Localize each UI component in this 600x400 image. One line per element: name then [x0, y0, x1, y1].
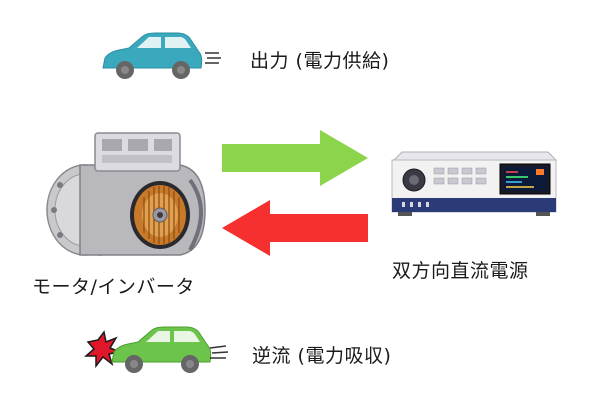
motor-inverter-label: モータ/インバータ [32, 276, 195, 298]
motor-inverter-image [40, 125, 215, 265]
car-supply-icon [95, 28, 225, 88]
dc-power-supply-label: 双方向直流電源 [392, 260, 529, 282]
output-label: 出力 (電力供給) [250, 50, 390, 72]
dc-power-supply-image [388, 148, 560, 228]
reverse-flow-arrow [220, 198, 370, 258]
power-supply-arrow [220, 128, 370, 188]
reverse-flow-label: 逆流 (電力吸収) [252, 345, 392, 367]
car-reverse-icon [82, 318, 232, 380]
